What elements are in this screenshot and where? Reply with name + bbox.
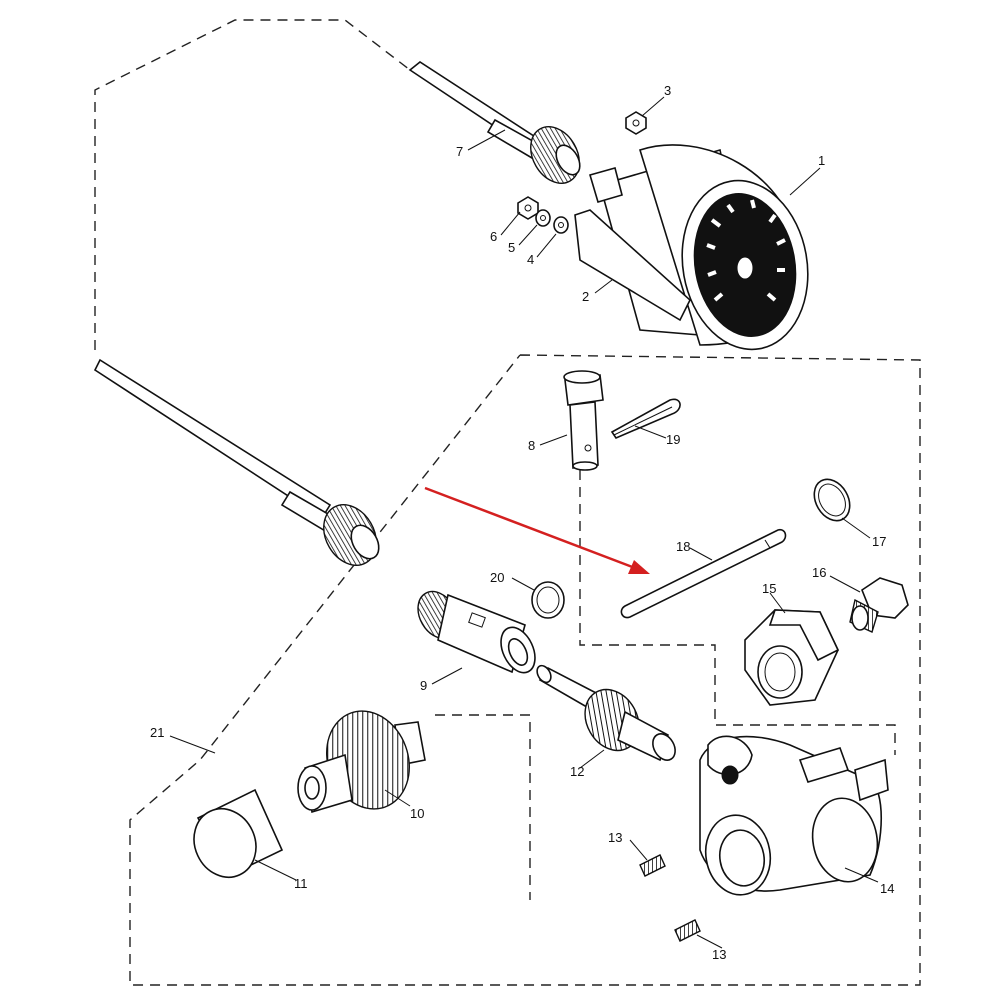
worm-gear-10 — [297, 710, 426, 814]
o-ring-20 — [531, 581, 565, 619]
callout-11: 11 — [294, 876, 308, 891]
cable-upper-knurled-nut — [530, 126, 580, 184]
screw-13-lower — [674, 919, 701, 942]
boundary-lower-group — [129, 354, 921, 986]
washer-4 — [553, 216, 569, 234]
cable-lower — [93, 358, 380, 566]
callout-12: 12 — [570, 764, 584, 779]
callout-8: 8 — [528, 438, 535, 453]
callout-21: 21 — [150, 725, 164, 740]
washer-5 — [535, 209, 551, 227]
housing-14 — [699, 735, 889, 896]
callout-2: 2 — [582, 289, 589, 304]
callout-14: 14 — [880, 881, 894, 896]
screw-13-upper — [639, 854, 666, 877]
drive-sleeve-9 — [417, 590, 536, 674]
plug-16 — [849, 577, 909, 633]
callout-19: 19 — [666, 432, 680, 447]
cable-upper — [408, 61, 581, 184]
callout-3: 3 — [664, 83, 671, 98]
callout-18: 18 — [676, 539, 690, 554]
shaft-18 — [620, 528, 787, 619]
callout-10: 10 — [410, 806, 424, 821]
callout-20: 20 — [490, 570, 504, 585]
speedometer-drive-stub — [589, 167, 623, 203]
callout-4: 4 — [527, 252, 534, 267]
callout-17: 17 — [872, 534, 886, 549]
callout-16: 16 — [812, 565, 826, 580]
callout-labels: 1 2 3 4 5 6 7 8 9 10 11 12 13 13 14 15 1… — [150, 83, 894, 962]
cap-11 — [193, 788, 284, 878]
callout-9: 9 — [420, 678, 427, 693]
bolt-8 — [563, 370, 604, 471]
pinion-gear-12 — [536, 664, 676, 762]
hex-nut-15 — [744, 609, 840, 706]
callout-13-upper: 13 — [608, 830, 622, 845]
speedometer-head — [574, 144, 809, 351]
mounting-bracket — [574, 209, 691, 322]
callout-6: 6 — [490, 229, 497, 244]
nut-6 — [517, 196, 539, 220]
callout-1: 1 — [818, 153, 825, 168]
dial-tick-marks — [706, 199, 786, 302]
nut-3 — [625, 111, 647, 135]
boundary-upper-group — [94, 19, 411, 350]
leader-lines — [169, 96, 879, 949]
callout-15: 15 — [762, 581, 776, 596]
callout-13-lower: 13 — [712, 947, 726, 962]
callout-7: 7 — [456, 144, 463, 159]
callout-5: 5 — [508, 240, 515, 255]
cotter-pin-19 — [610, 398, 681, 439]
o-ring-17 — [813, 478, 851, 522]
red-pointer-arrow — [424, 486, 650, 574]
